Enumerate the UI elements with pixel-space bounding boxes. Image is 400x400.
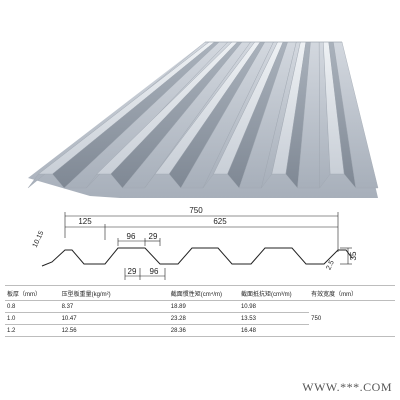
dim-label-gauge-left: 10.15 <box>32 230 46 249</box>
cell-inertia: 23.28 <box>168 312 239 325</box>
cell-weight: 12.56 <box>59 324 169 337</box>
sheet-ribs <box>27 41 379 189</box>
dim-label-total: 750 <box>189 206 203 215</box>
cell-effective-width: 750 <box>309 300 395 337</box>
dim-label-web-top: 29 <box>149 232 158 241</box>
table-row: 0.8 8.37 18.89 10.98 750 <box>5 300 395 337</box>
cell-thickness: 0.8 <box>5 300 60 313</box>
dim-label-web-bottom: 29 <box>128 267 137 276</box>
header-thickness: 板厚（mm） <box>5 285 60 301</box>
header-inertia: 截面惯性矩(cm⁴/m) <box>168 285 239 301</box>
dim-label-bottom-flange: 96 <box>150 267 159 276</box>
spec-table-header: 板厚（mm） 压型板重量(kg/m²) 截面惯性矩(cm⁴/m) 截面抵抗矩(c… <box>5 285 395 301</box>
cell-modulus: 13.53 <box>238 312 310 325</box>
table-row: 1.2 12.56 28.36 16.48 <box>5 324 395 337</box>
dim-label-height: 35 <box>349 251 358 260</box>
dim-label-top-flange: 96 <box>127 232 136 241</box>
trapezoid-profile <box>41 247 353 267</box>
header-weight: 压型板重量(kg/m²) <box>59 285 169 301</box>
dim-label-pitch: 625 <box>213 217 227 226</box>
cell-inertia: 18.89 <box>168 300 239 313</box>
cell-inertia: 28.36 <box>168 324 239 337</box>
cell-weight: 8.37 <box>59 300 169 313</box>
dim-label-gauge-right: 2.5 <box>325 259 336 271</box>
cell-thickness: 1.2 <box>5 324 60 337</box>
header-effective-width: 有效宽度（mm） <box>309 285 395 301</box>
dim-label-edge: 125 <box>78 217 92 226</box>
cell-modulus: 10.98 <box>238 300 310 313</box>
profile-dimensions <box>41 212 353 280</box>
watermark-text: WWW.***.COM <box>302 380 392 394</box>
cell-thickness: 1.0 <box>5 312 60 325</box>
header-modulus: 截面抵抗矩(cm³/m) <box>238 285 310 301</box>
sheet-render <box>27 41 379 198</box>
spec-table: 板厚（mm） 压型板重量(kg/m²) 截面惯性矩(cm⁴/m) 截面抵抗矩(c… <box>5 285 395 337</box>
cell-modulus: 16.48 <box>238 324 310 337</box>
cell-weight: 10.47 <box>59 312 169 325</box>
